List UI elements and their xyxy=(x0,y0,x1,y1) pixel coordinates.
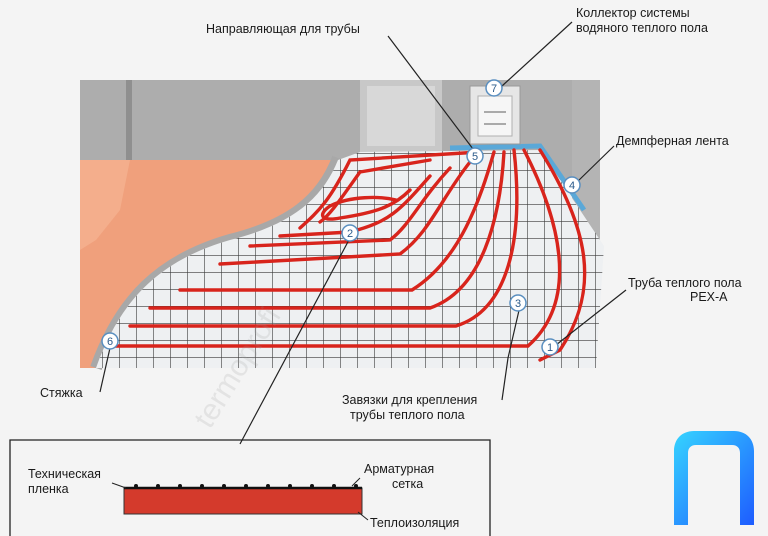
marker-5: 5 xyxy=(466,147,484,165)
label-screed: Стяжка xyxy=(40,386,83,400)
leader-collector xyxy=(501,21,573,87)
label-damper: Демпферная лента xyxy=(616,134,729,148)
marker-7: 7 xyxy=(485,79,503,97)
label-film-1: Техническая xyxy=(28,467,101,481)
label-guide: Направляющая для трубы xyxy=(206,22,360,36)
markers: 1 2 3 4 5 6 7 xyxy=(101,79,581,356)
leader-insulation xyxy=(357,511,369,521)
marker-1: 1 xyxy=(541,338,559,356)
marker-3: 3 xyxy=(509,294,527,312)
label-ties-2: трубы теплого пола xyxy=(350,408,465,422)
svg-text:7: 7 xyxy=(491,83,497,95)
leader-film xyxy=(111,482,127,489)
detail-section xyxy=(9,439,491,536)
label-collector-1: Коллектор системы xyxy=(576,6,690,20)
collector-box xyxy=(469,85,521,145)
brand-logo-icon xyxy=(674,431,754,525)
insulation-layer xyxy=(123,487,363,515)
leader-lines xyxy=(99,21,627,445)
mesh-dots xyxy=(134,484,358,488)
screed-zone xyxy=(80,160,338,368)
svg-text:6: 6 xyxy=(107,336,113,348)
svg-text:1: 1 xyxy=(547,342,553,354)
leader-pipe xyxy=(555,289,627,346)
wall-edge xyxy=(126,80,132,180)
label-insulation: Теплоизоляция xyxy=(370,516,460,530)
leader-guide xyxy=(387,35,474,150)
label-mesh-2: сетка xyxy=(392,477,424,491)
label-mesh-1: Арматурная xyxy=(364,462,435,476)
detail-frame xyxy=(9,439,491,536)
svg-text:5: 5 xyxy=(472,151,478,163)
marker-6: 6 xyxy=(101,332,119,350)
screed-zone-highlight xyxy=(80,160,130,250)
label-film-2: пленка xyxy=(28,482,69,496)
heating-pipe xyxy=(108,148,587,362)
svg-text:2: 2 xyxy=(347,228,353,240)
marker-2: 2 xyxy=(341,224,359,242)
marker-4: 4 xyxy=(563,176,581,194)
label-ties-1: Завязки для крепления xyxy=(342,393,478,407)
svg-text:4: 4 xyxy=(569,180,575,192)
leader-ties xyxy=(501,305,521,401)
leader-damper xyxy=(575,145,615,184)
label-pipe-1: Труба теплого пола xyxy=(628,276,742,290)
label-collector-2: водяного теплого пола xyxy=(576,21,708,35)
svg-text:3: 3 xyxy=(515,298,521,310)
doorway-inner xyxy=(367,86,435,146)
leader-mesh xyxy=(351,477,361,487)
leader-detail xyxy=(239,237,351,445)
label-pipe-2: PEX-A xyxy=(690,290,728,304)
leader-screed xyxy=(99,347,111,393)
